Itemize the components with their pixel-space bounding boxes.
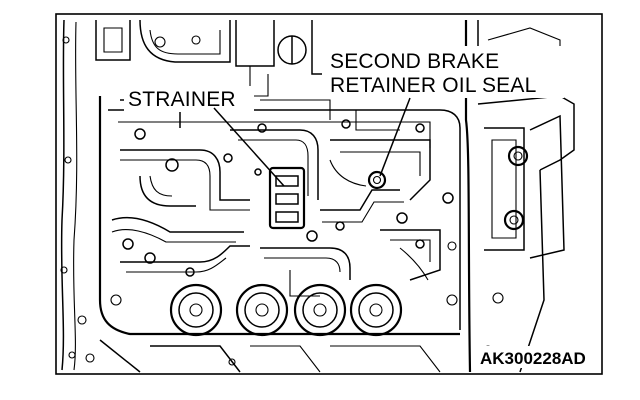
- valve-body-artwork: [60, 19, 575, 373]
- strainer-label-bg: [124, 86, 254, 112]
- brake-seal-leader-line: [379, 97, 411, 177]
- brake-seal-label-line1: SECOND BRAKE: [330, 50, 499, 73]
- strainer-label: STRAINER: [128, 88, 236, 111]
- brake-seal-label-line2: RETAINER OIL SEAL: [330, 74, 536, 97]
- brake-seal-label-bg: [326, 46, 564, 98]
- figure-id: AK300228AD: [480, 349, 586, 368]
- strainer-leader-line: [213, 107, 285, 187]
- figure-id-bg: [476, 346, 596, 368]
